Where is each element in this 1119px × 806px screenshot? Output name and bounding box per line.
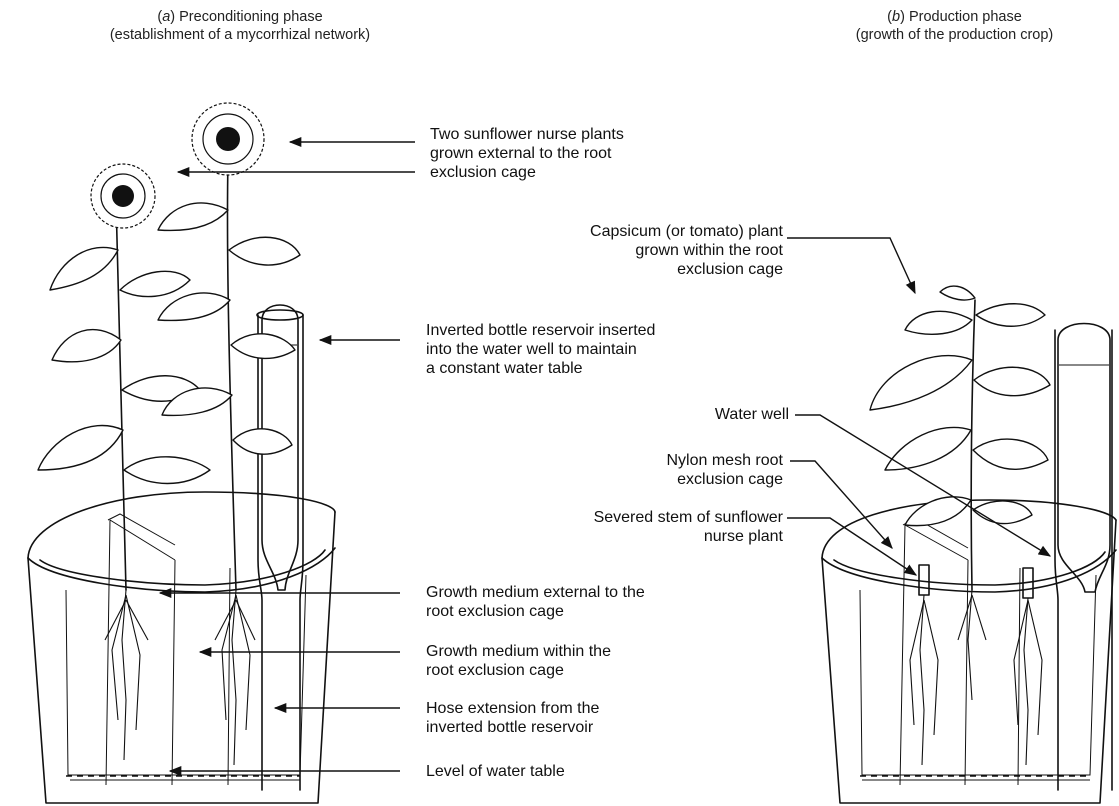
label-line: exclusion cage [667, 470, 784, 489]
inverted-bottle-b [1058, 324, 1110, 593]
label-growth-medium-external: Growth medium external to the root exclu… [426, 583, 645, 621]
panel-b-illustration [822, 286, 1116, 803]
label-water-table-level: Level of water table [426, 762, 565, 781]
label-severed-stem: Severed stem of sunflower nurse plant [594, 508, 783, 546]
label-line: inverted bottle reservoir [426, 718, 599, 737]
label-line: nurse plant [594, 527, 783, 546]
label-growth-medium-within: Growth medium within the root exclusion … [426, 642, 611, 680]
label-line: Growth medium within the [426, 642, 611, 661]
label-line: exclusion cage [590, 260, 783, 279]
label-line: a constant water table [426, 359, 655, 378]
sunflower-stem-1 [116, 200, 126, 590]
capsicum-leaves [870, 286, 1050, 526]
label-line: into the water well to maintain [426, 340, 655, 359]
capsicum-stem [971, 300, 975, 590]
water-well-a [257, 305, 303, 790]
label-line: exclusion cage [430, 163, 624, 182]
label-nylon-mesh-cage: Nylon mesh root exclusion cage [667, 451, 784, 489]
label-line: root exclusion cage [426, 661, 611, 680]
panel-a-illustration [28, 103, 335, 803]
label-sunflower-nurse-plants: Two sunflower nurse plants grown externa… [430, 125, 624, 182]
label-capsicum-plant: Capsicum (or tomato) plant grown within … [590, 222, 783, 279]
label-line: grown external to the root [430, 144, 624, 163]
label-water-well: Water well [715, 405, 789, 424]
label-line: Level of water table [426, 762, 565, 781]
sunflower-head-1 [91, 164, 155, 228]
pot-a [28, 492, 335, 803]
label-line: Growth medium external to the [426, 583, 645, 602]
severed-stems-b [919, 565, 1033, 598]
label-line: Hose extension from the [426, 699, 599, 718]
label-line: root exclusion cage [426, 602, 645, 621]
sunflower-leaves-1 [38, 247, 210, 483]
label-hose-extension: Hose extension from the inverted bottle … [426, 699, 599, 737]
label-line: Water well [715, 405, 789, 424]
label-line: Nylon mesh root [667, 451, 784, 470]
roots-b [910, 590, 1042, 765]
label-line: Two sunflower nurse plants [430, 125, 624, 144]
label-inverted-bottle-reservoir: Inverted bottle reservoir inserted into … [426, 321, 655, 378]
roots-a [105, 590, 255, 765]
water-well-b [1055, 324, 1112, 791]
label-line: Severed stem of sunflower [594, 508, 783, 527]
label-line: Capsicum (or tomato) plant [590, 222, 783, 241]
panel-a-pointers [160, 142, 415, 771]
label-line: grown within the root [590, 241, 783, 260]
label-line: Inverted bottle reservoir inserted [426, 321, 655, 340]
sunflower-stem-2 [227, 160, 236, 590]
sunflower-head-2 [192, 103, 264, 175]
